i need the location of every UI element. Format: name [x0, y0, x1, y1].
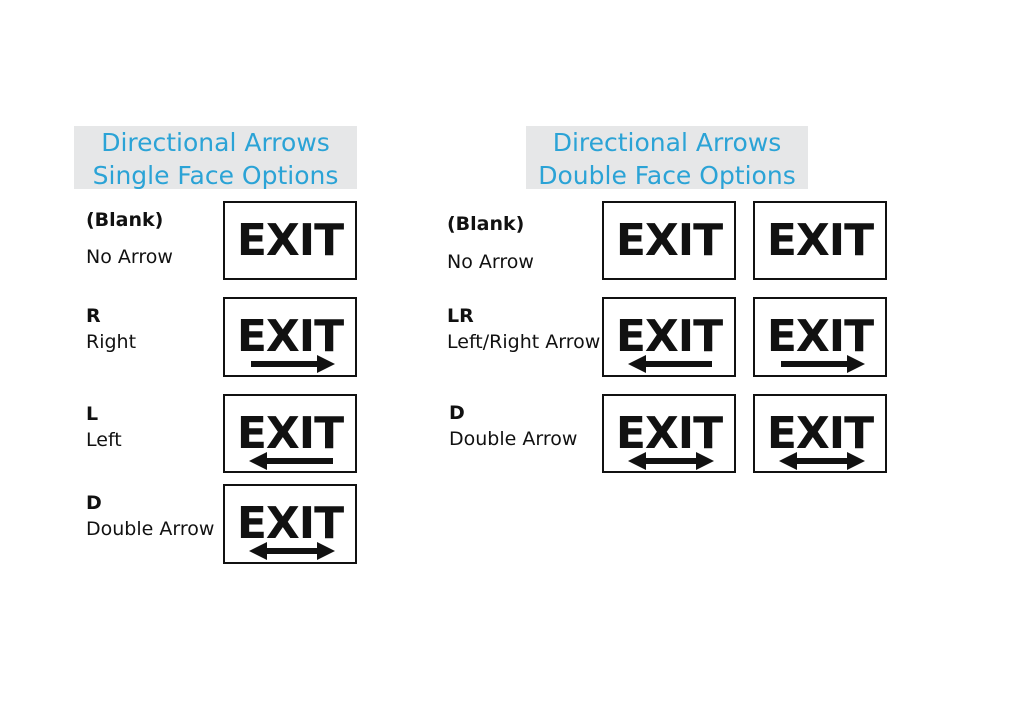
left-arrow-icon [249, 452, 333, 470]
double-option-lr-desc: Left/Right Arrow [447, 331, 601, 353]
exit-text: EXIT [766, 215, 874, 266]
exit-text: EXIT [236, 311, 344, 362]
exit-sign: EXIT [602, 297, 736, 377]
right-arrow-icon [251, 355, 335, 373]
exit-sign: EXIT [223, 201, 357, 280]
double-arrow-icon [628, 452, 714, 470]
double-option-double-code: D [449, 402, 465, 424]
exit-text: EXIT [615, 311, 723, 362]
exit-text: EXIT [236, 408, 344, 459]
single-option-double-code: D [86, 492, 102, 514]
exit-text: EXIT [766, 408, 874, 459]
single-option-blank-code: (Blank) [86, 209, 164, 231]
double-face-header-line-1: Directional Arrows [552, 128, 782, 157]
exit-text: EXIT [236, 215, 344, 266]
exit-text: EXIT [615, 215, 723, 266]
single-option-double-desc: Double Arrow [86, 518, 215, 540]
double-option-lr-code: LR [447, 305, 474, 327]
double-arrow-icon [779, 452, 865, 470]
exit-text: EXIT [615, 408, 723, 459]
exit-sign: EXIT [602, 201, 736, 280]
single-option-right-desc: Right [86, 331, 137, 353]
single-face-header-line-1: Directional Arrows [101, 128, 330, 157]
exit-sign: EXIT [223, 484, 357, 564]
left-arrow-icon [628, 355, 712, 373]
double-arrow-icon [249, 542, 335, 560]
double-face-header-line-2: Double Face Options [538, 161, 796, 190]
single-face-header-line-2: Single Face Options [92, 161, 339, 190]
single-option-left-desc: Left [86, 429, 122, 451]
single-option-left-code: L [86, 403, 99, 425]
single-option-right-code: R [86, 305, 101, 327]
exit-sign: EXIT [223, 297, 357, 377]
double-option-double-desc: Double Arrow [449, 428, 578, 450]
exit-sign: EXIT [753, 297, 887, 377]
single-option-blank-desc: No Arrow [86, 246, 173, 268]
double-option-blank-code: (Blank) [447, 213, 525, 235]
exit-sign: EXIT [602, 394, 736, 473]
exit-text: EXIT [236, 498, 344, 549]
exit-sign: EXIT [753, 201, 887, 280]
right-arrow-icon [781, 355, 865, 373]
single-face-header: Directional Arrows Single Face Options [74, 126, 357, 190]
exit-sign: EXIT [223, 394, 357, 473]
exit-text: EXIT [766, 311, 874, 362]
exit-sign: EXIT [753, 394, 887, 473]
double-face-header: Directional Arrows Double Face Options [526, 126, 808, 190]
double-option-blank-desc: No Arrow [447, 251, 534, 273]
